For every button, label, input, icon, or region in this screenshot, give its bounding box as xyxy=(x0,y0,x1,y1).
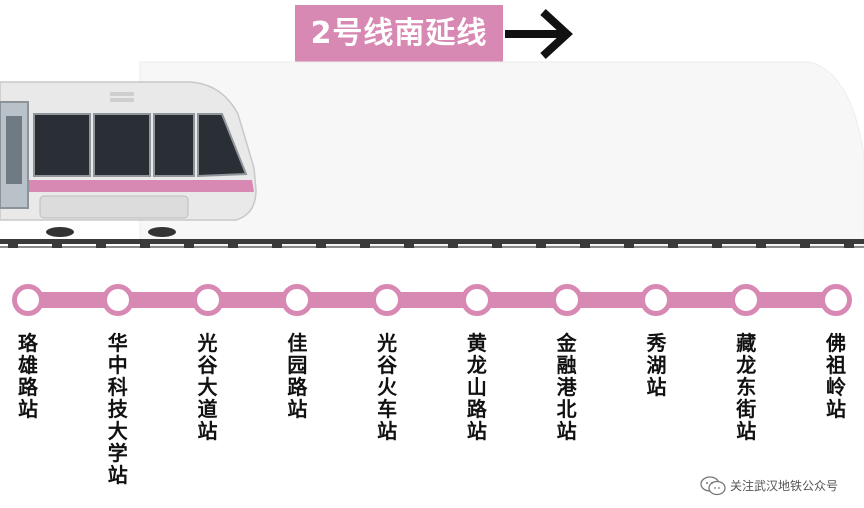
station-name: 秀湖站 xyxy=(646,331,667,399)
rail-tie xyxy=(140,242,150,248)
station-dot xyxy=(191,284,224,316)
station-dot xyxy=(550,284,583,316)
watermark: 关注武汉地铁公众号 xyxy=(700,476,860,496)
station-name: 藏龙东街站 xyxy=(736,331,757,443)
train-scene xyxy=(0,61,864,248)
rail-tie xyxy=(360,242,370,248)
rail-tie xyxy=(316,242,326,248)
rail-tie xyxy=(228,242,238,248)
station-dot xyxy=(371,284,404,316)
station-dot xyxy=(460,284,493,316)
station-dot xyxy=(640,284,673,316)
station-name: 佳园路站 xyxy=(287,331,308,421)
rail-tie xyxy=(844,242,854,248)
track xyxy=(0,239,864,248)
station-name: 光谷火车站 xyxy=(377,331,398,443)
page-title: 2号线南延线 xyxy=(310,16,488,51)
station-dot xyxy=(820,284,852,316)
station-name: 金融港北站 xyxy=(556,331,577,443)
rail-tie xyxy=(96,242,106,248)
station-dot xyxy=(101,284,134,316)
route-line xyxy=(28,292,836,308)
station-name: 华中科技大学站 xyxy=(107,331,128,487)
train-icon xyxy=(0,81,257,237)
station-name: 珞雄路站 xyxy=(18,331,38,421)
rail-tie xyxy=(272,242,282,248)
station-dot xyxy=(730,284,763,316)
title-banner: 2号线南延线 xyxy=(295,5,503,63)
rail-tie xyxy=(668,242,678,248)
station-dot xyxy=(12,284,44,316)
rail-tie xyxy=(184,242,194,248)
station-name: 光谷大道站 xyxy=(197,331,218,443)
rail-tie xyxy=(404,242,414,248)
rail-tie xyxy=(8,242,18,248)
rail-tie xyxy=(492,242,502,248)
watermark-text: 关注武汉地铁公众号 xyxy=(730,479,839,493)
station-dot xyxy=(281,284,314,316)
direction-arrow-icon xyxy=(505,9,573,59)
rail-tie xyxy=(624,242,634,248)
station-name: 佛祖岭站 xyxy=(826,331,846,421)
rail-tie xyxy=(580,242,590,248)
wechat-icon xyxy=(700,476,726,496)
rail-tie xyxy=(756,242,766,248)
rail-tie xyxy=(448,242,458,248)
rail-tie xyxy=(712,242,722,248)
rail-tie xyxy=(52,242,62,248)
station-name: 黄龙山路站 xyxy=(466,331,487,443)
rail-tie xyxy=(800,242,810,248)
rail-tie xyxy=(536,242,546,248)
